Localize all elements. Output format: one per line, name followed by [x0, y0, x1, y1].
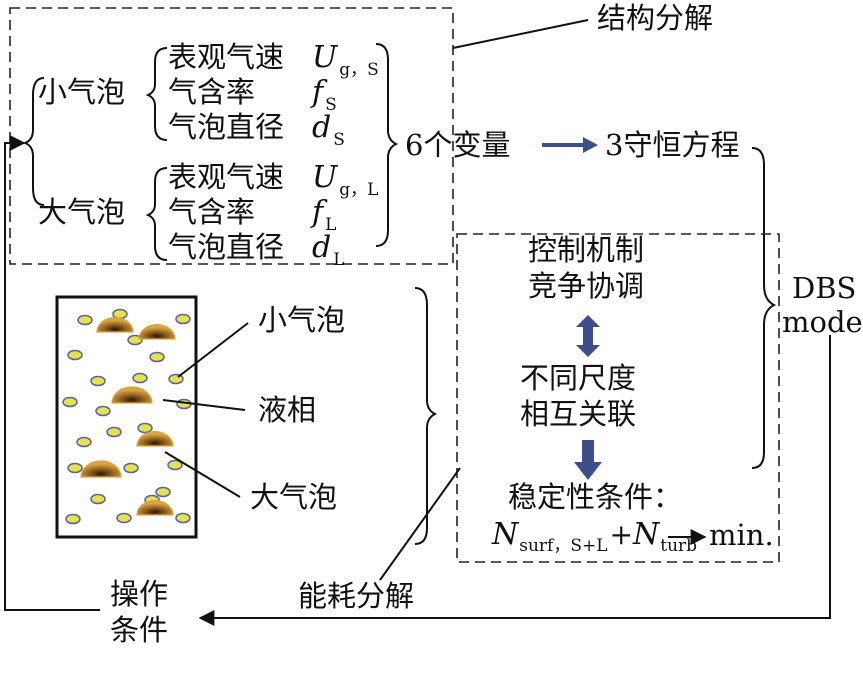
three-equations-label: 3守恒方程: [605, 128, 739, 162]
small-bubble-dot: [123, 462, 139, 474]
dbs-label-line2: model: [782, 305, 863, 339]
operation-line2: 条件: [110, 613, 168, 647]
small-bubble-dot: [76, 436, 92, 448]
six-variables-label: 6个变量: [405, 128, 510, 162]
stability-condition-label: 稳定性条件：: [508, 480, 682, 514]
scale-line1: 不同尺度: [520, 361, 636, 395]
stability-equation: Nsurf，S+L+Nturb: [491, 517, 697, 556]
scale-line2: 相互关联: [520, 397, 636, 431]
large-row-holdup-name: 气含率: [168, 195, 255, 229]
column-bubbles: [62, 308, 192, 525]
down-arrow-icon: [574, 440, 602, 480]
large-bubble-cap: [111, 386, 153, 404]
large-bubble-cap: [138, 324, 176, 340]
bubble-column: [55, 295, 198, 539]
large-bubble-cap: [80, 460, 122, 478]
liquid-leader: [162, 399, 246, 411]
small-bubble-dot: [95, 405, 111, 417]
small-bubble-dot: [90, 375, 106, 387]
min-label: min.: [709, 518, 774, 552]
small-row-holdup-name: 气含率: [168, 75, 255, 109]
structure-title-leader: [452, 19, 589, 49]
operation-line1: 操作: [110, 577, 168, 611]
column-liquid-label: 液相: [258, 393, 316, 427]
large-bubble-leader: [164, 451, 241, 498]
structure-title: 结构分解: [597, 1, 713, 35]
energy-leader: [379, 467, 461, 581]
column-small-bubble-label: 小气泡: [258, 303, 345, 337]
small-row-diameter-name: 气泡直径: [168, 110, 284, 144]
large-bubble-label: 大气泡: [38, 195, 125, 229]
large-row-diameter-name: 气泡直径: [168, 230, 284, 264]
variables-right-brace: [375, 43, 399, 247]
large-bubble-brace: [145, 167, 168, 261]
small-bubble-label: 小气泡: [38, 75, 125, 109]
large-bubble-cap: [136, 431, 174, 447]
energy-decomposition-title: 能耗分解: [298, 579, 414, 613]
small-bubble-dot: [65, 513, 81, 525]
large-row-velocity-name: 表观气速: [168, 160, 284, 194]
dbs-label-line1: DBS: [792, 271, 856, 305]
small-bubble-dot: [149, 351, 165, 363]
small-bubble-dot: [175, 512, 191, 524]
dbs-brace: [751, 147, 777, 469]
small-bubble-dot: [62, 396, 78, 408]
small-bubble-dot: [167, 459, 183, 471]
operation-to-structure-line: [4, 135, 100, 611]
control-mechanism-line2: 竞争协调: [528, 269, 644, 303]
small-bubble-dot: [67, 349, 83, 361]
small-bubble-dot: [175, 313, 191, 325]
double-arrow-icon: [576, 315, 600, 357]
small-bubble-dot: [137, 422, 153, 434]
small-bubble-dot: [77, 314, 93, 326]
column-brace: [414, 287, 438, 545]
small-bubble-brace: [145, 47, 168, 141]
small-bubble-leader: [177, 322, 249, 378]
large-bubble-cap: [96, 317, 134, 333]
variables-to-equations-arrow: [542, 137, 598, 153]
dbs-to-operation-line: [198, 335, 831, 626]
large-bubble-cap: [136, 500, 174, 516]
small-bubble-dot: [155, 486, 171, 498]
small-bubble-dot: [116, 512, 132, 524]
small-bubble-dot: [67, 462, 83, 474]
column-large-bubble-label: 大气泡: [250, 480, 337, 514]
small-bubble-dot: [132, 372, 148, 384]
small-row-velocity-name: 表观气速: [168, 40, 284, 74]
mechanism-box: [456, 233, 780, 563]
small-bubble-dot: [106, 426, 122, 438]
control-mechanism-line1: 控制机制: [528, 233, 644, 267]
small-bubble-dot: [90, 493, 106, 505]
